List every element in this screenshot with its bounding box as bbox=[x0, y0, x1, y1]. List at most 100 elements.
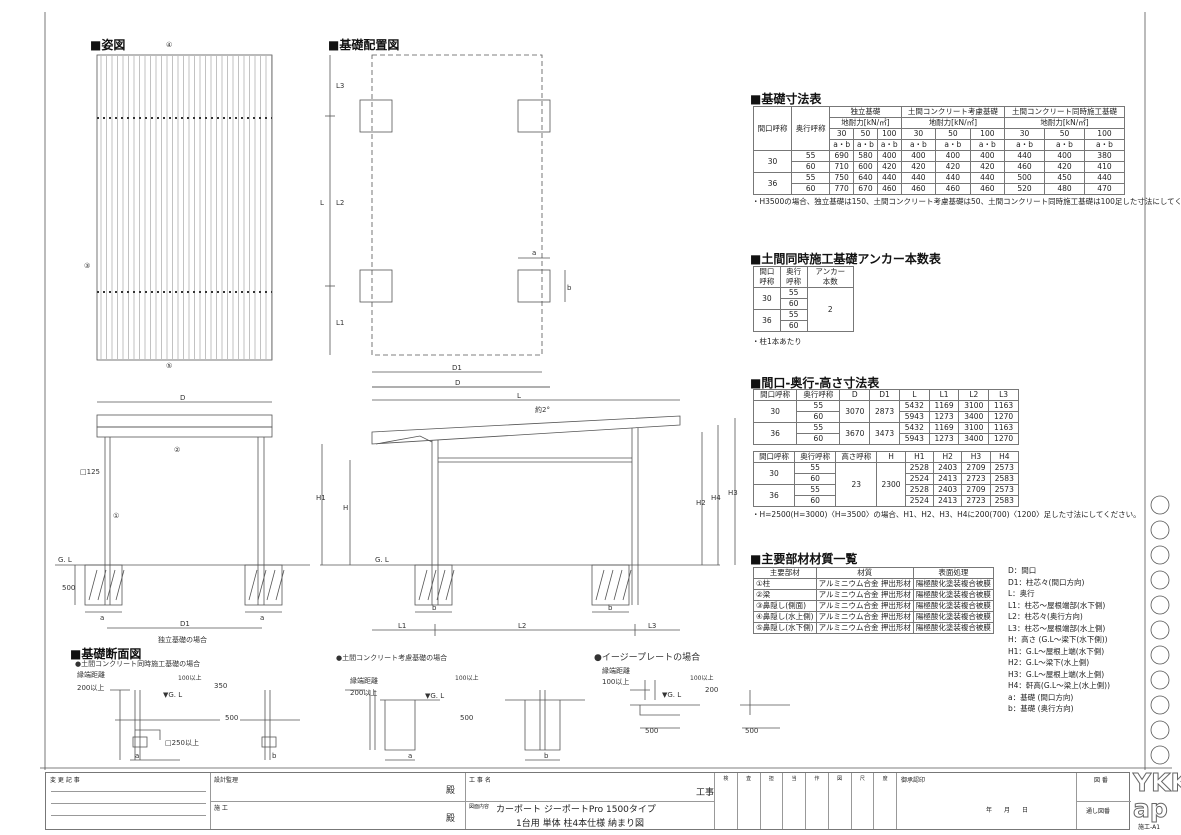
legend-item: H2：G.L～梁下(水上側) bbox=[1008, 658, 1090, 667]
symbol-legend: D：間口 D1：柱芯々(間口方向) L：奥行 L1：柱芯～屋根端部(水下側) L2：柱芯… bbox=[1008, 565, 1110, 715]
approval-cell: 担 bbox=[761, 773, 784, 829]
sec1-b: b bbox=[272, 752, 277, 760]
sec2-a: a bbox=[408, 752, 412, 760]
approval-cell: 図 bbox=[829, 773, 852, 829]
dim-H4: H4 bbox=[711, 494, 721, 502]
legend-item: a：基礎 (間口方向) bbox=[1008, 692, 1074, 702]
gl-label: G. L bbox=[58, 556, 72, 564]
approval-cell: 査 bbox=[738, 773, 761, 829]
front-a2: a bbox=[260, 614, 264, 622]
heading-anchor: ■土間同時施工基礎アンカー本数表 bbox=[750, 252, 941, 266]
sec1-250: □250以上 bbox=[165, 738, 199, 747]
side-b2: b bbox=[608, 604, 613, 612]
sec2-title: ●土間コンクリート考慮基礎の場合 bbox=[336, 653, 447, 662]
table-row: ②梁アルミニウム合金 押出形材陽極酸化塗装複合被膜 bbox=[753, 589, 994, 601]
label-5: ⑤ bbox=[166, 362, 172, 370]
sec1-title: ●土間コンクリート同時施工基礎の場合 bbox=[75, 659, 200, 668]
sec3-500b: 500 bbox=[745, 727, 758, 735]
legend-item: L1：柱芯～屋根端部(水下側) bbox=[1008, 600, 1106, 610]
approval-cell: 度 bbox=[874, 773, 897, 829]
legend-item: H4：軒高(G.L～梁上(水上側)) bbox=[1008, 681, 1110, 690]
sec1-500: 500 bbox=[225, 714, 238, 722]
sec3-edge-val: 100以上 bbox=[602, 677, 629, 686]
table-row: ④鼻隠し(水上側)アルミニウム合金 押出形材陽極酸化塗装複合被膜 bbox=[753, 611, 994, 623]
sec1-gl: ▼G. L bbox=[163, 691, 182, 699]
dim-L2: L2 bbox=[336, 199, 344, 207]
slope: 約2° bbox=[535, 405, 550, 414]
title-block: 変 更 記 事 設計監理 施 工 殿 殿 工 事 名 工事 図面内容 カーポート… bbox=[45, 772, 1131, 830]
side-gl: G. L bbox=[375, 556, 389, 564]
dim-H1: H1 bbox=[316, 494, 326, 502]
sec1-a: a bbox=[135, 752, 139, 760]
heading-kiso-sunpo: ■基礎寸法表 bbox=[750, 92, 822, 106]
legend-item: L：奥行 bbox=[1008, 589, 1035, 598]
sec3-500a: 500 bbox=[645, 727, 658, 735]
heading-kiso-haichi: ■基礎配置図 bbox=[328, 38, 400, 52]
side-L3: L3 bbox=[648, 622, 656, 630]
side-b1: b bbox=[432, 604, 437, 612]
sec1-edge-val: 200以上 bbox=[77, 683, 104, 692]
kiso-note: ・H3500の場合、独立基礎は150、土間コンクリート考慮基礎は50、土間コンク… bbox=[752, 197, 1181, 206]
sec3-gl: ▼G. L bbox=[662, 691, 681, 699]
sheet-number: 施工-A1 bbox=[1138, 824, 1161, 831]
sec3-200: 200 bbox=[705, 686, 718, 694]
drawing-title-1: カーポート ジーポートPro 1500タイプ bbox=[496, 805, 656, 815]
sec2-500: 500 bbox=[460, 714, 473, 722]
dokuritsu-caption: 独立基礎の場合 bbox=[158, 635, 207, 644]
side-L1: L1 bbox=[398, 622, 406, 630]
heading-buzai: ■主要部材材質一覧 bbox=[750, 552, 858, 566]
front-D1: D1 bbox=[180, 620, 190, 628]
post-size: □125 bbox=[80, 468, 100, 476]
table-row: ①柱アルミニウム合金 押出形材陽極酸化塗装複合被膜 bbox=[753, 578, 994, 590]
front-a1: a bbox=[100, 614, 104, 622]
legend-item: L3：柱芯～屋根端部(水上側) bbox=[1008, 623, 1106, 633]
sec3-edge: 縁端距離 bbox=[602, 666, 630, 675]
heading-takasa: ■間口-奥行-高さ寸法表 bbox=[750, 376, 880, 390]
label-3: ③ bbox=[84, 262, 90, 270]
legend-item: D1：柱芯々(間口方向) bbox=[1008, 577, 1085, 587]
dim-H3: H3 bbox=[728, 489, 738, 497]
sec2-b: b bbox=[544, 752, 549, 760]
legend-item: L2：柱芯々(奥行方向) bbox=[1008, 612, 1083, 621]
legend-item: H3：G.L～屋根上端(水上側) bbox=[1008, 669, 1105, 679]
side-L: L bbox=[517, 392, 521, 400]
table-row: ⑤鼻隠し(水下側)アルミニウム合金 押出形材陽極酸化塗装複合被膜 bbox=[753, 622, 994, 634]
table-row: ③鼻隠し(側面)アルミニウム合金 押出形材陽極酸化塗装複合被膜 bbox=[753, 600, 994, 612]
heading-danmen: ■基礎断面図 bbox=[70, 647, 142, 661]
heading-sugata: ■姿図 bbox=[90, 38, 126, 52]
approval-cell: 尺 bbox=[852, 773, 875, 829]
dim-H2: H2 bbox=[696, 499, 706, 507]
sec3-title: ●イージープレートの場合 bbox=[594, 651, 700, 663]
approval-cell: 当 bbox=[783, 773, 806, 829]
dimension-note: ・H=2500(H=3000)〈H=3500〉の場合、H1、H2、H3、H4に2… bbox=[752, 510, 1141, 519]
side-L2: L2 bbox=[518, 622, 526, 630]
legend-item: H1：G.L～屋根上端(水下側) bbox=[1008, 646, 1105, 656]
dim-L3: L3 bbox=[336, 82, 344, 90]
front-dim-D: D bbox=[180, 394, 185, 402]
sec2-edge-val: 200以上 bbox=[350, 688, 377, 697]
legend-item: D：間口 bbox=[1008, 566, 1037, 575]
sec1-350: 350 bbox=[214, 682, 227, 690]
drawing-title-2: 1台用 単体 柱4本仕様 納まり図 bbox=[516, 819, 645, 829]
label-4: ④ bbox=[166, 41, 172, 49]
sec2-edge: 縁端距離 bbox=[350, 676, 378, 685]
dim-b: b bbox=[567, 284, 572, 292]
approval-cell: 検 bbox=[715, 773, 738, 829]
anchor-note: ・柱1本あたり bbox=[752, 337, 802, 346]
sec2-100: 100以上 bbox=[455, 674, 478, 682]
legend-item: b：基礎 (奥行方向) bbox=[1008, 704, 1074, 713]
label-2: ② bbox=[174, 446, 180, 454]
